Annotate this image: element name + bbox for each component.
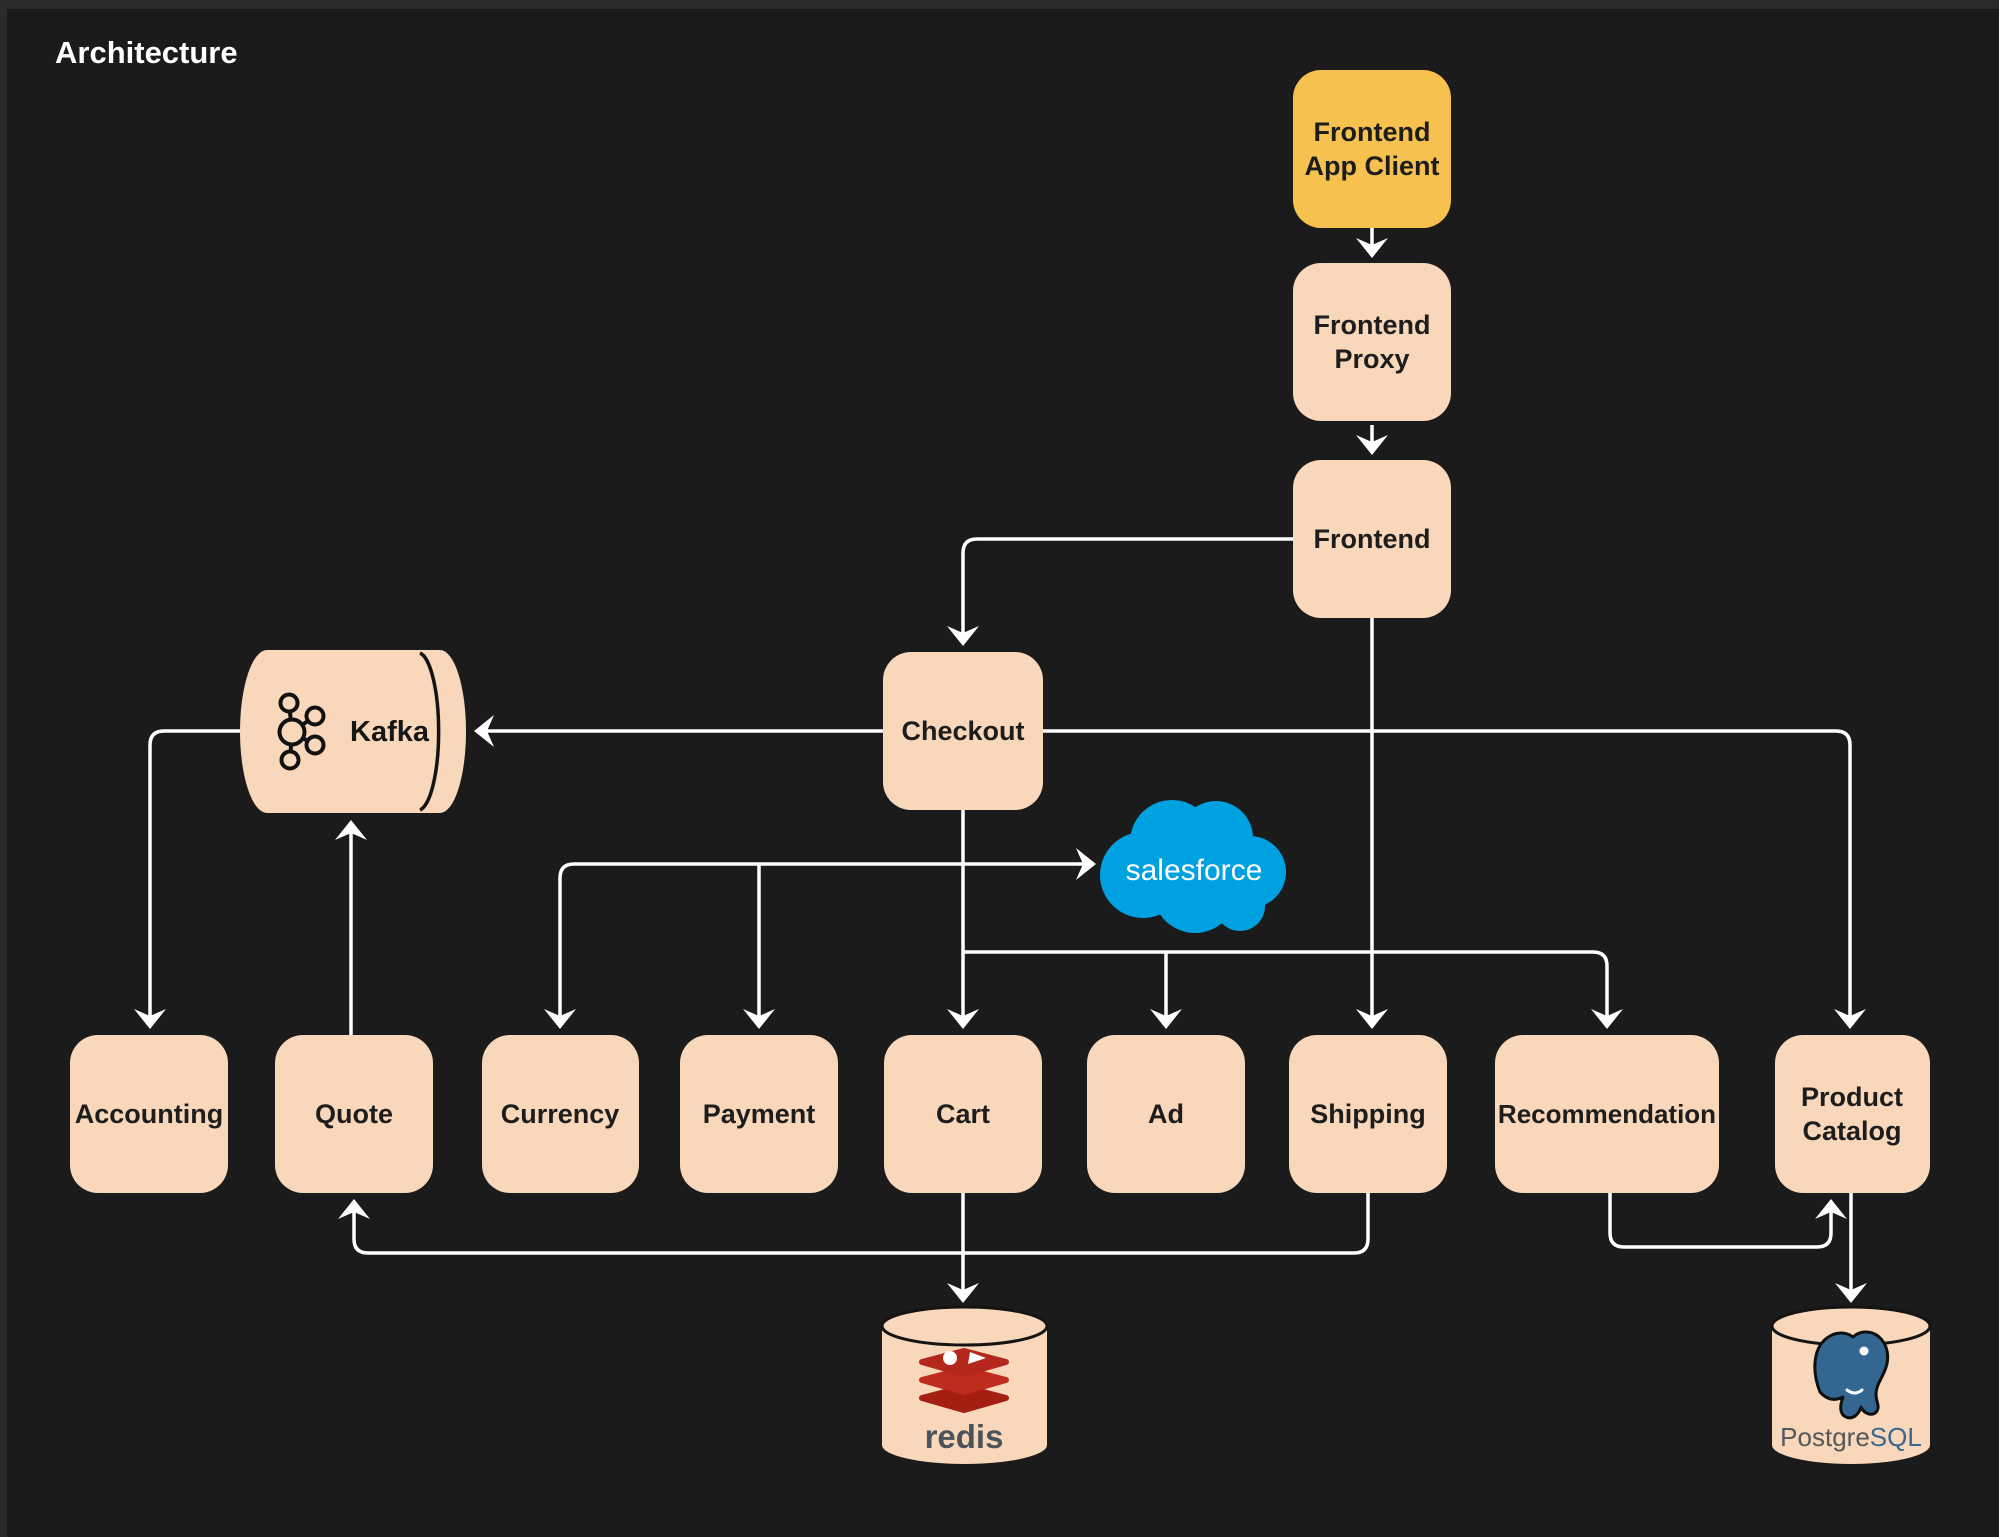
edge-frontend-checkout (947, 537, 1293, 646)
node-label: Frontend (1314, 310, 1431, 340)
node-label: PostgreSQL (1780, 1422, 1922, 1452)
node-kafka: Kafka (240, 650, 466, 813)
edge-checkout-productcatalog (1043, 729, 1866, 1029)
node-label: Frontend (1314, 524, 1431, 554)
window-edge-left (0, 0, 7, 1537)
node-frontend-app-client: Frontend App Client (1293, 70, 1451, 228)
edge-kafka-accounting (134, 729, 242, 1029)
redis-stack-icon (919, 1348, 1009, 1413)
cylinder-seam (419, 651, 441, 812)
node-frontend: Frontend (1293, 460, 1451, 618)
cylinder-seam (880, 1305, 1049, 1347)
node-redis: redis (880, 1305, 1049, 1465)
node-label: Frontend (1314, 117, 1431, 147)
node-currency: Currency (482, 1035, 639, 1193)
postgresql-elephant-icon (1813, 1330, 1890, 1420)
node-cart: Cart (884, 1035, 1042, 1193)
node-label: Product (1801, 1082, 1903, 1112)
node-postgresql: PostgreSQL (1770, 1305, 1932, 1464)
node-shipping: Shipping (1289, 1035, 1447, 1193)
node-label: Ad (1148, 1099, 1184, 1129)
edge-shipping-quote (338, 1193, 1370, 1255)
edge-checkout-currency (544, 862, 963, 1029)
node-label: Catalog (1802, 1116, 1901, 1146)
node-label: Checkout (901, 716, 1024, 746)
kafka-icon (277, 692, 326, 771)
node-frontend-proxy: Frontend Proxy (1293, 263, 1451, 421)
node-label: Kafka (350, 716, 430, 748)
salesforce-cloud-icon (1100, 800, 1286, 933)
node-label: Quote (315, 1099, 393, 1129)
node-ad: Ad (1087, 1035, 1245, 1193)
node-label: salesforce (1126, 854, 1263, 887)
node-checkout: Checkout (883, 652, 1043, 810)
node-accounting: Accounting (70, 1035, 228, 1193)
node-salesforce: salesforce (1100, 800, 1286, 933)
edge-recommendation-productcatalog (1608, 1193, 1847, 1249)
node-label: Cart (936, 1099, 990, 1129)
node-product-catalog: Product Catalog (1775, 1035, 1930, 1193)
node-label: redis (925, 1418, 1004, 1455)
node-recommendation: Recommendation (1495, 1035, 1719, 1193)
page-title: Architecture (55, 35, 238, 70)
node-label: Payment (703, 1099, 816, 1129)
window-edge-top (0, 0, 1999, 9)
node-label: Currency (501, 1099, 620, 1129)
node-label: Accounting (75, 1099, 224, 1129)
node-label: App Client (1305, 151, 1440, 181)
node-label: Proxy (1334, 344, 1409, 374)
node-quote: Quote (275, 1035, 433, 1193)
node-label: Recommendation (1498, 1099, 1716, 1129)
node-label: Shipping (1310, 1099, 1425, 1129)
node-payment: Payment (680, 1035, 838, 1193)
edge-checkout-recommendation (963, 950, 1623, 1029)
connector-layer (134, 227, 1867, 1303)
